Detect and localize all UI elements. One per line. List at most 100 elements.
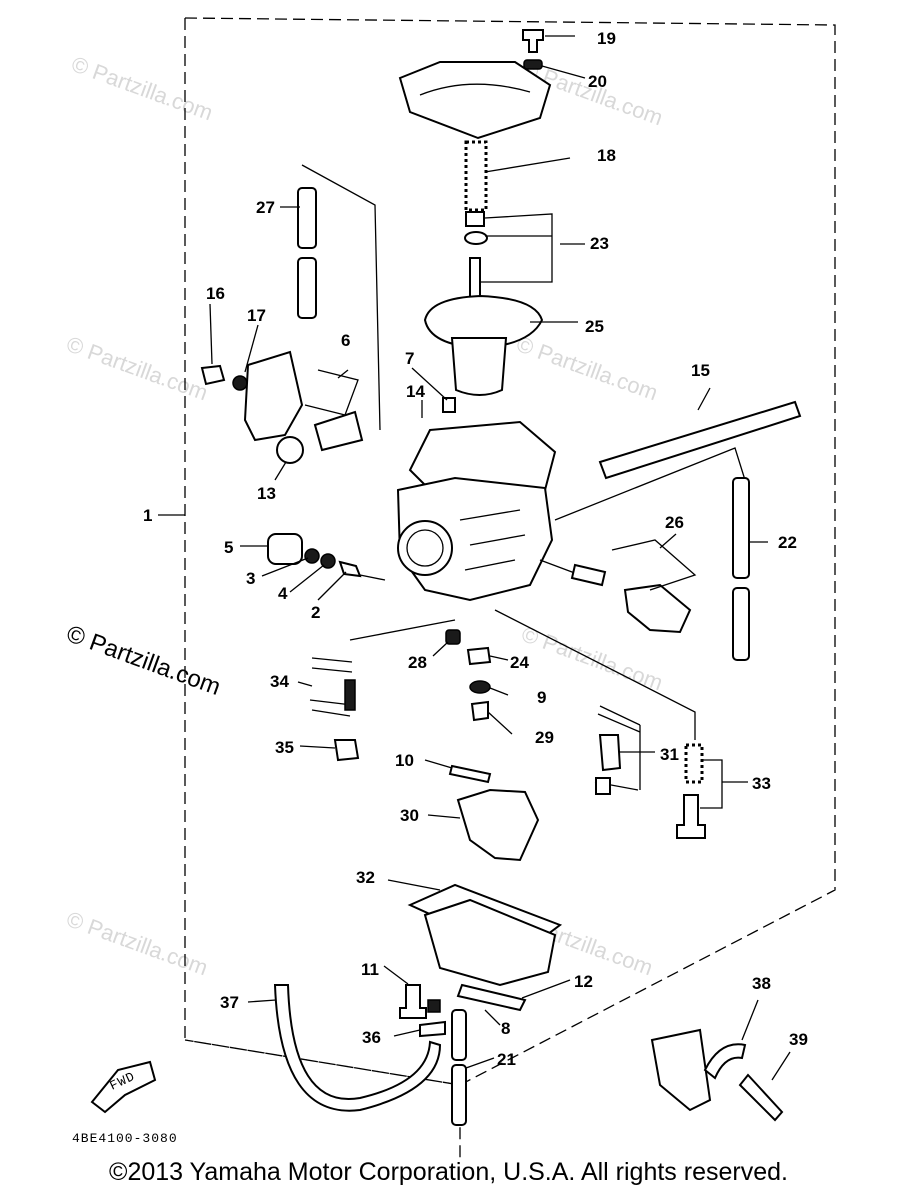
piston-valve <box>450 337 508 396</box>
callout-34: 34 <box>270 672 289 691</box>
bracket-30 <box>456 788 540 862</box>
float-bowl <box>423 898 557 987</box>
callout-25: 25 <box>585 317 604 336</box>
plunger-6 <box>313 410 364 452</box>
spring-3 <box>304 548 320 564</box>
needle-23c <box>469 257 481 299</box>
leader <box>659 533 677 549</box>
leader <box>541 65 586 79</box>
jet-route <box>349 619 456 641</box>
pilot-screw-2 <box>338 560 362 578</box>
callout-30: 30 <box>400 806 419 825</box>
forward-arrow: FWD <box>90 1060 157 1114</box>
callout-39: 39 <box>789 1030 808 1049</box>
body-detail <box>459 509 526 571</box>
callout-26: 26 <box>665 513 684 532</box>
bracket-hose-group <box>650 1028 784 1122</box>
spring-33 <box>684 743 704 784</box>
callout-5: 5 <box>224 538 233 557</box>
callout-7: 7 <box>405 349 414 368</box>
hose-15-route <box>554 447 746 521</box>
spring-18 <box>464 140 488 212</box>
leader <box>274 461 287 481</box>
watermark: © Partzilla.com <box>63 906 211 980</box>
part-34 <box>344 679 356 711</box>
pilot-screw-route <box>359 574 386 581</box>
callout-2: 2 <box>311 603 320 622</box>
leader <box>427 814 461 819</box>
sensor-body-26 <box>623 583 692 634</box>
callout-1: 1 <box>143 506 152 525</box>
leader <box>244 324 259 373</box>
callout-9: 9 <box>537 688 546 707</box>
callout-4: 4 <box>278 584 288 603</box>
callout-19: 19 <box>597 29 616 48</box>
accelerator-pump-group <box>594 705 706 839</box>
leader <box>387 879 441 891</box>
jet-29 <box>470 700 489 722</box>
callout-20: 20 <box>588 72 607 91</box>
callout-29: 29 <box>535 728 554 747</box>
leader <box>741 999 759 1041</box>
leader <box>432 641 449 657</box>
callout-6: 6 <box>341 331 350 350</box>
leader <box>411 367 448 401</box>
pipe-22-lower <box>732 587 750 661</box>
bracket-34 <box>309 657 353 717</box>
callout-numbers: 19 20 18 27 23 16 17 25 6 7 15 14 13 1 2… <box>143 29 808 1069</box>
callout-27: 27 <box>256 198 275 217</box>
pipe-27-lower <box>297 257 317 319</box>
callout-21: 21 <box>497 1050 516 1069</box>
top-cover-group <box>398 29 552 396</box>
leader <box>697 387 711 411</box>
callout-14: 14 <box>406 382 425 401</box>
leader <box>247 999 277 1003</box>
pump-31 <box>598 734 622 772</box>
jet-28 <box>445 629 461 645</box>
rod-10 <box>448 764 492 784</box>
retainer-23a <box>465 211 485 227</box>
callout-35: 35 <box>275 738 294 757</box>
callout-17: 17 <box>247 306 266 325</box>
leader <box>480 213 585 283</box>
callout-23: 23 <box>590 234 609 253</box>
pilot-screw-group <box>267 533 386 581</box>
clamp-36 <box>419 1020 446 1038</box>
callout-18: 18 <box>597 146 616 165</box>
callout-12: 12 <box>574 972 593 991</box>
bracket-6 <box>304 369 359 416</box>
cap-5 <box>267 533 303 565</box>
screw-33 <box>676 794 706 839</box>
carburetor-top-cover <box>398 61 552 140</box>
watermark: © Partzilla.com <box>63 331 211 405</box>
throttle-sensor-group <box>539 539 697 634</box>
cover-detail <box>419 83 531 96</box>
leader <box>297 681 313 687</box>
callout-22: 22 <box>778 533 797 552</box>
sensor-shaft <box>570 563 607 587</box>
leader <box>489 687 509 696</box>
copyright-notice: ©2013 Yamaha Motor Corporation, U.S.A. A… <box>109 1158 788 1186</box>
callout-10: 10 <box>395 751 414 770</box>
leader <box>317 571 347 601</box>
washer-20 <box>523 59 543 70</box>
bracket-38 <box>650 1028 712 1112</box>
pipe-27-route <box>301 164 381 431</box>
leader <box>393 1029 421 1037</box>
leader <box>620 725 655 790</box>
o-ring-13 <box>276 436 304 464</box>
hose-15 <box>598 400 802 480</box>
main-jet-group <box>349 609 696 740</box>
leader <box>484 157 571 173</box>
washer-4 <box>320 553 336 569</box>
hose-37 <box>273 984 442 1112</box>
screw-19 <box>522 29 544 53</box>
retainer-23b <box>464 231 488 245</box>
jet-24 <box>466 646 492 666</box>
seal-8 <box>427 999 441 1013</box>
coasting-enricher-body <box>243 350 304 442</box>
callout-31: 31 <box>660 745 679 764</box>
drain-screw-11 <box>399 984 427 1019</box>
starter-plunger-group <box>309 657 360 762</box>
